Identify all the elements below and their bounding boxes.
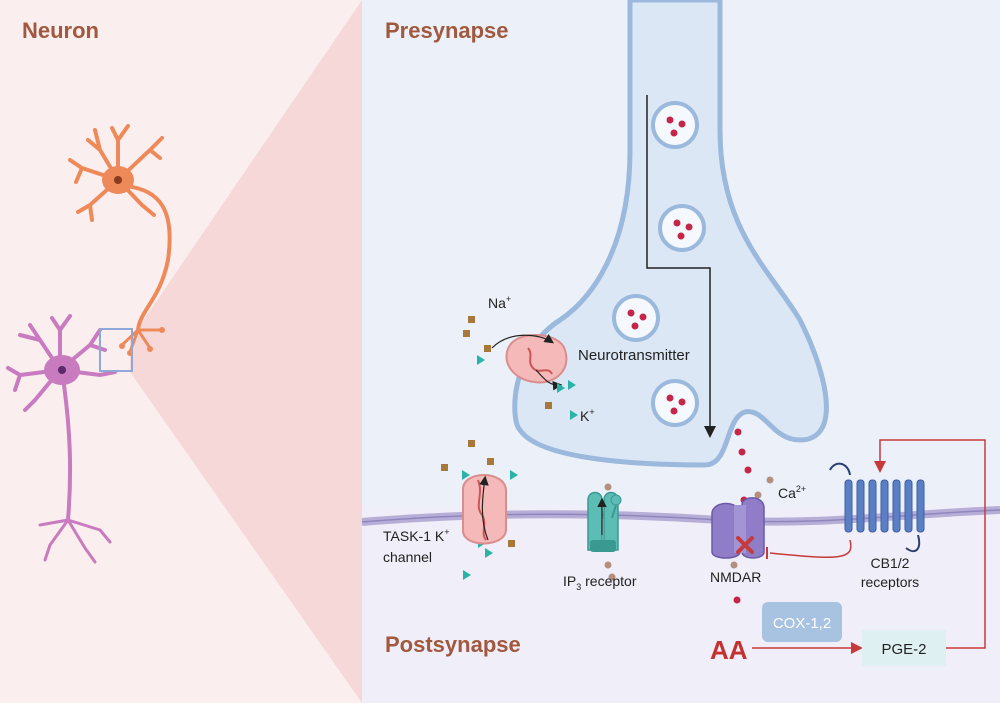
sodium-ions [441, 316, 552, 547]
inhibition-arrow [769, 539, 852, 558]
orange-neuron-nucleus [114, 176, 122, 184]
vesicle [658, 204, 706, 252]
feedback-arrow [874, 439, 986, 649]
zoom-box [99, 328, 133, 372]
cb-receptors [829, 462, 925, 553]
nmdar-label: NMDAR [710, 569, 761, 585]
cb-label-line1: CB1/2 [871, 555, 910, 571]
calcium-ions [604, 476, 774, 581]
aa-label: AA [710, 635, 748, 665]
heading-presynapse: Presynapse [385, 18, 509, 43]
ip3-label: IP3 receptor [563, 573, 637, 592]
ip3-receptor [587, 491, 622, 552]
vesicle [651, 379, 699, 427]
cox-box [762, 602, 842, 642]
terminal-bouton [147, 346, 153, 352]
vesicle [612, 294, 660, 342]
vesicles [612, 101, 706, 427]
cox-label: COX-1,2 [773, 615, 831, 632]
heading-neuron: Neuron [22, 18, 99, 43]
cb-label-line2: receptors [861, 574, 919, 590]
k-label: K+ [580, 407, 595, 424]
na-label: Na+ [488, 294, 511, 311]
nmdar [711, 497, 765, 559]
pge-label: PGE-2 [881, 641, 926, 658]
vesicle [651, 101, 699, 149]
purple-neuron [6, 314, 117, 564]
task1-label-line1: TASK-1 K+ [383, 527, 449, 544]
pge-box [862, 630, 946, 666]
orange-neuron [68, 124, 172, 354]
potassium-ions [462, 355, 578, 580]
purple-neuron-nucleus [58, 366, 66, 374]
task1-channel [461, 474, 507, 545]
presynaptic-ion-channel [491, 333, 568, 391]
terminal-bouton [119, 343, 125, 349]
task1-label-line2: channel [383, 549, 432, 565]
ca-label: Ca2+ [778, 484, 806, 501]
neuron-panel [0, 0, 362, 703]
terminal-bouton [159, 327, 165, 333]
release-path-arrow [646, 95, 716, 438]
heading-postsynapse: Postsynapse [385, 632, 521, 657]
neurotransmitter-label: Neurotransmitter [578, 347, 690, 364]
